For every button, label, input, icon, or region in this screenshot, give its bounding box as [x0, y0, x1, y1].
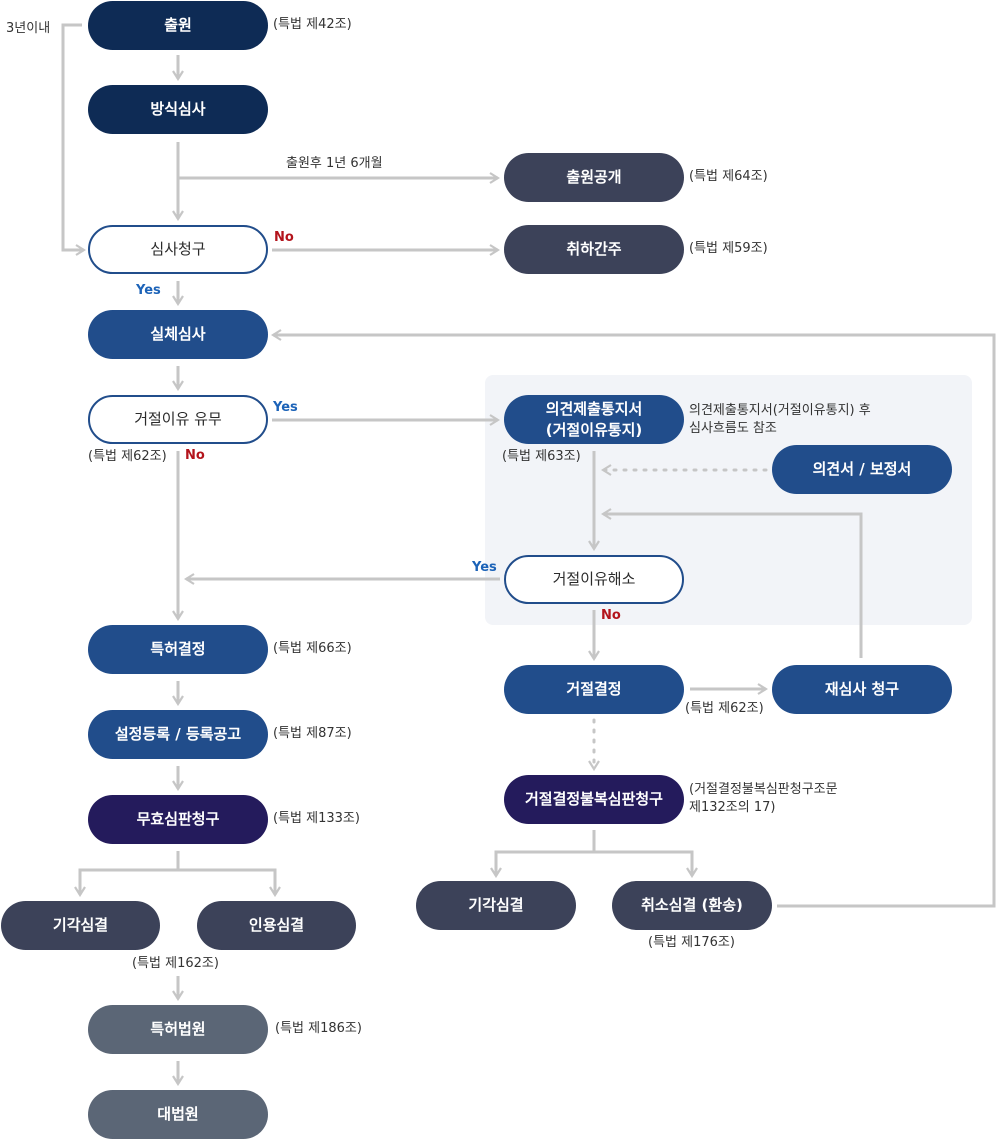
note-art162: (특법 제162조) [132, 956, 219, 971]
note-art59: (특법 제59조) [689, 241, 768, 256]
node-supreme-court: 대법원 [88, 1090, 268, 1139]
note-after-18-months: 출원후 1년 6개월 [286, 156, 383, 171]
label-no-reason: No [185, 448, 205, 463]
node-dismissed-right: 기각심결 [416, 881, 576, 930]
note-art63: (특법 제63조) [502, 449, 581, 464]
note-art186: (특법 제186조) [275, 1021, 362, 1036]
label-yes-resolved: Yes [472, 560, 497, 575]
node-patent-court: 특허법원 [88, 1005, 268, 1054]
note-within-3-years: 3년이내 [6, 21, 51, 36]
node-dismissed-left: 기각심결 [1, 901, 160, 950]
note-art87: (특법 제87조) [273, 726, 352, 741]
node-opinion-amendment: 의견서 / 보정서 [772, 445, 952, 494]
node-cancel-decision: 취소심결 (환송) [612, 881, 772, 930]
node-upheld: 인용심결 [197, 901, 356, 950]
node-deemed-withdrawn: 취하간주 [504, 225, 684, 274]
node-formality-exam: 방식심사 [88, 85, 268, 134]
node-invalidation-trial: 무효심판청구 [88, 795, 268, 844]
arrow-cancel-return [273, 335, 996, 908]
note-art42: (특법 제42조) [273, 17, 352, 32]
note-art66: (특법 제66조) [273, 641, 352, 656]
arrow-reexam-back [603, 514, 863, 658]
node-appeal-trial: 거절결정불복심판청구 [504, 775, 684, 824]
node-opinion-notice: 의견제출통지서(거절이유통지) [504, 395, 684, 444]
label-no-resolved: No [601, 608, 621, 623]
note-art64: (특법 제64조) [689, 169, 768, 184]
label-no-exam: No [274, 230, 294, 245]
node-publication: 출원공개 [504, 153, 684, 202]
note-art176: (특법 제176조) [648, 935, 735, 950]
node-rejection-decision: 거절결정 [504, 665, 684, 714]
label-yes-reason: Yes [273, 400, 298, 415]
node-rejection-reason: 거절이유 유무 [88, 395, 268, 444]
arrow-appeal-to-cancel [594, 850, 692, 876]
node-exam-request: 심사청구 [88, 225, 268, 274]
node-registration: 설정등록 / 등록공고 [88, 710, 268, 759]
arrow-trial-to-upheld [178, 868, 275, 895]
note-art62-right: (특법 제62조) [685, 701, 764, 716]
arrow-appeal-to-dismissed [496, 850, 594, 876]
note-art133: (특법 제133조) [273, 811, 360, 826]
node-reexam-request: 재심사 청구 [772, 665, 952, 714]
node-application: 출원 [88, 1, 268, 50]
node-substantive-exam: 실체심사 [88, 310, 268, 359]
node-patent-decision: 특허결정 [88, 625, 268, 674]
node-reason-resolved: 거절이유해소 [504, 555, 684, 604]
note-art62-left: (특법 제62조) [88, 449, 167, 464]
label-yes-exam: Yes [136, 283, 161, 298]
arrow-trial-to-dismissed [80, 868, 178, 895]
arrow-within-3-years [61, 23, 84, 250]
